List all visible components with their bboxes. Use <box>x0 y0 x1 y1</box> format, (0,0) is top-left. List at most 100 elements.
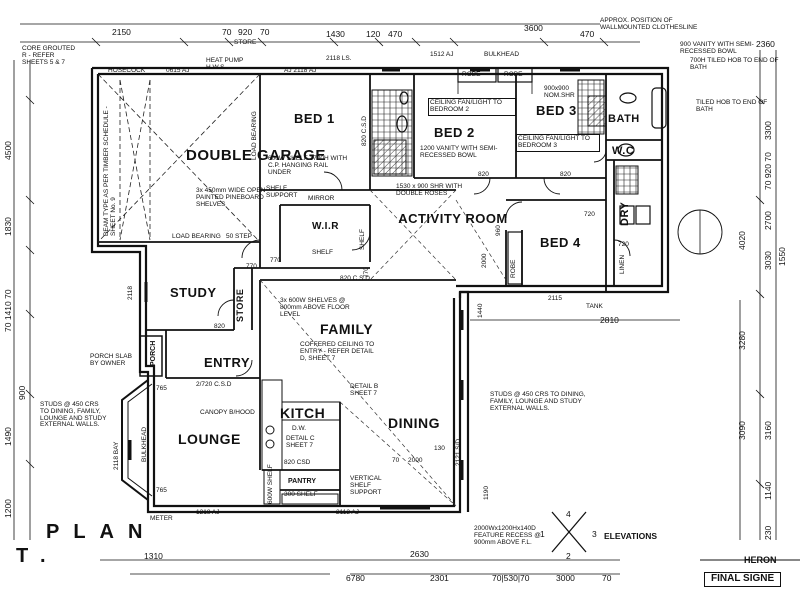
dw-note: D.W. <box>292 425 307 432</box>
elevation-num-4: 4 <box>566 509 571 519</box>
pantry-label: PANTRY <box>288 478 316 485</box>
bed1-label: BED 1 <box>294 111 335 126</box>
dim-2810: 2810 <box>600 315 619 325</box>
dim-right-2700: 2700 <box>763 211 773 230</box>
elevation-num-1: 1 <box>540 529 545 539</box>
vanity-1200-note: 1200 VANITY WITH SEMI-RECESSED BOWL <box>420 145 498 159</box>
dim-720b: 720 <box>618 241 629 248</box>
family-shelves-note: 3x 600W SHELVES @ 800mm ABOVE FLOOR LEVE… <box>280 297 350 318</box>
dim-6780: 6780 <box>346 573 365 583</box>
project-name: HERON <box>744 555 777 565</box>
dim-garage-2118: 2118 LS. <box>326 55 352 62</box>
detail-c-note: DETAIL C SHEET 7 <box>286 435 315 449</box>
dim-right-920: 70 920 70 <box>763 152 773 190</box>
dim-top-1512: 1512 AJ <box>430 51 454 58</box>
family-label: FAMILY <box>320 321 374 337</box>
dim-2000b: 2000 <box>408 457 423 464</box>
garage-beams <box>97 73 261 243</box>
meter-note: METER <box>150 515 173 522</box>
elevation-num-2: 2 <box>566 551 571 561</box>
elevations-label: ELEVATIONS <box>604 531 658 541</box>
plan-title: PLAN <box>46 521 157 543</box>
dim-1190: 1190 <box>483 486 490 500</box>
bed3-label: BED 3 <box>536 103 577 118</box>
dim-2000: 2000 <box>481 253 488 268</box>
garage-shelves-note: 3x 450mm WIDE OPEN PAINTED PINEBOARD SHE… <box>196 187 266 208</box>
dim-top-120: 120 <box>366 29 381 39</box>
vertical-shelf-note: VERTICAL SHELF SUPPORT <box>350 475 382 496</box>
robe-label-1: ROBE <box>462 71 481 78</box>
core-grouted-note: CORE GROUTED R - REFER SHEETS 5 & 7 <box>22 45 76 66</box>
canopy-note: CANOPY B/HOOD <box>200 409 255 416</box>
dim-820csd: 820 C.S.D <box>340 275 370 282</box>
dim-right-3300: 3300 <box>763 121 773 140</box>
lounge-label: LOUNGE <box>178 431 241 447</box>
csd-820-note: 820 CSD <box>284 459 311 466</box>
linen-label: LINEN <box>619 254 626 274</box>
dim-2118: 2118 <box>127 286 134 300</box>
lounge-bulkhead-note: BULKHEAD <box>141 426 148 462</box>
dim-70: 70 <box>392 457 400 464</box>
fan-light-bed3-note: CEILING FAN/LIGHT TO BEDROOM 3 <box>516 134 600 152</box>
dim-530: 70|530|70 <box>492 573 530 583</box>
study-label: STUDY <box>170 285 217 300</box>
dimension-ticks <box>25 37 765 489</box>
bed2-label: BED 2 <box>434 125 475 140</box>
dim-130: 130 <box>434 445 445 452</box>
load-bearing-note: LOAD BEARING <box>172 233 221 240</box>
dim-1440: 1440 <box>477 303 484 318</box>
dim-1218: 1218 AJ <box>196 509 220 516</box>
dim-top-store: STORE <box>234 39 257 46</box>
dim-left-1830: 1830 <box>3 217 13 236</box>
clothesline-note: APPROX. POSITION OF WALLMOUNTED CLOTHESL… <box>600 17 698 31</box>
window-marks <box>128 68 580 510</box>
shelf-600w-note: 600W SHELF <box>267 464 274 504</box>
dim-top-470b: 470 <box>580 29 595 39</box>
fan-light-bed2-note: CEILING FAN/LIGHT TO BEDROOM 2 <box>428 98 516 116</box>
dim-right-3280: 3280 <box>737 331 747 350</box>
dim-bed2-820: 820 <box>478 171 489 178</box>
dim-top-1430: 1430 <box>326 29 345 39</box>
wir-shelf-label: SHELF <box>312 249 333 256</box>
dim-garage-aj: AJ 2118 AJ <box>284 67 317 74</box>
elevation-num-3: 3 <box>592 529 597 539</box>
porch-outline <box>139 335 163 377</box>
dim-right-3030: 3030 <box>763 251 773 270</box>
dim-960: 960 <box>495 225 502 236</box>
dim-2630: 2630 <box>410 549 429 559</box>
dim-top-2150: 2150 <box>112 27 131 37</box>
robe-label-3: ROBE <box>510 259 517 278</box>
dry-label: DRY <box>619 201 631 226</box>
studs-right-note: STUDS @ 450 CRS TO DINING, FAMILY, LOUNG… <box>490 391 586 412</box>
dimension-lines <box>13 23 777 575</box>
dim-right-3160: 3160 <box>763 421 773 440</box>
kitchen-benches <box>261 379 341 505</box>
dim-left-1410: 70 1410 70 <box>3 289 13 332</box>
laundry-tiles <box>615 165 639 195</box>
dim-left-900: 900 <box>17 385 27 400</box>
wir-shelf-side-label: SHELF <box>359 229 366 250</box>
hosecock-note: HOSECOCK <box>108 67 146 74</box>
entry-label: ENTRY <box>204 355 251 370</box>
dim-1310: 1310 <box>144 551 163 561</box>
tank-note: TANK <box>586 303 603 310</box>
dim-top-70b: 70 <box>260 27 270 37</box>
wc-label: W.C <box>612 145 635 157</box>
dim-765a: 765 <box>156 385 167 392</box>
dim-770b: 770 <box>270 257 281 264</box>
dim-2112: 2112 AJ <box>336 509 360 516</box>
dim-2720: 2/720 C.S.D <box>196 381 232 388</box>
dim-left-4500: 4500 <box>3 141 13 160</box>
porch-slab-note: PORCH SLAB BY OWNER <box>90 353 132 367</box>
wir-label: W.I.R <box>312 221 339 232</box>
dim-garage-0615: 0615 AJ <box>166 67 190 74</box>
dim-right-1140: 1140 <box>763 481 773 500</box>
double-garage-label: DOUBLE GARAGE <box>186 147 326 164</box>
dim-right-4020: 4020 <box>737 231 747 250</box>
heat-pump-note: HEAT PUMP H.W.S <box>206 57 244 71</box>
nom-shower-note: 900x900 NOM.SHR <box>544 85 575 99</box>
dim-top-920: 920 <box>238 27 253 37</box>
dim-top-70: 70 <box>222 27 232 37</box>
vanity-900-note: 900 VANITY WITH SEMI-RECESSED BOWL <box>680 41 754 55</box>
